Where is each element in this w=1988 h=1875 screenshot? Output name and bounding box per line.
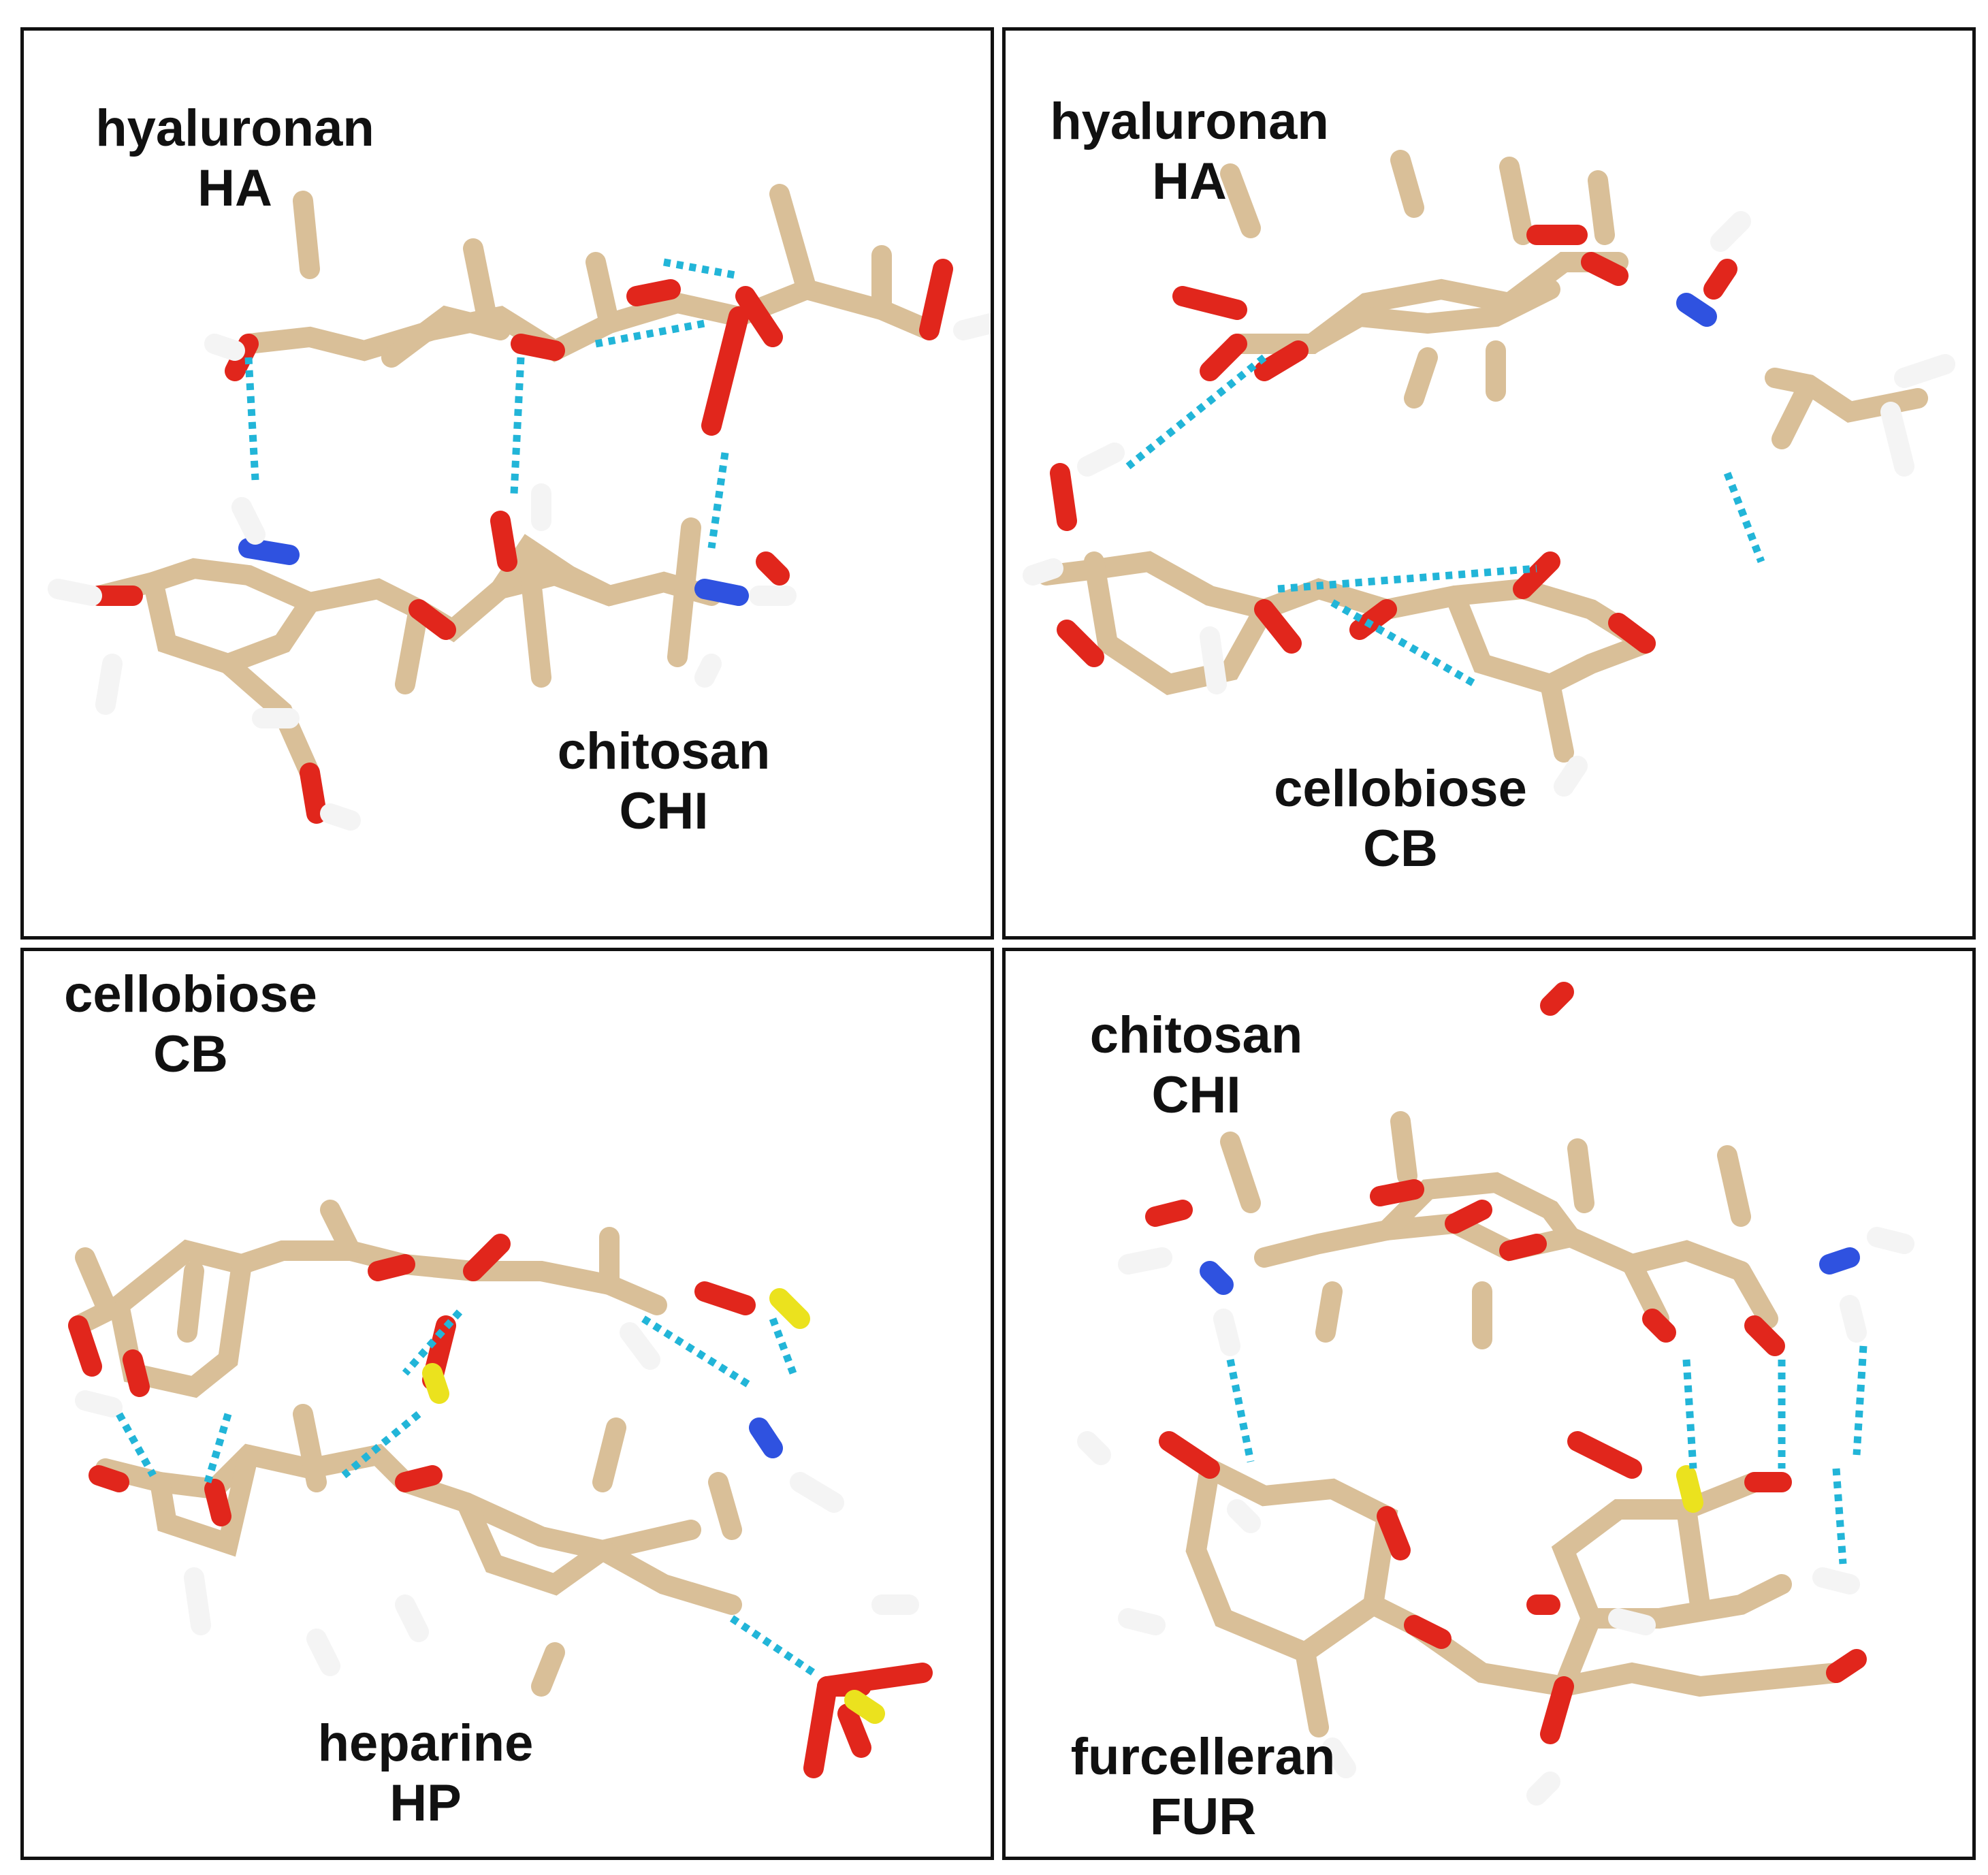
label-top-molecule: hyaluronan HA bbox=[1033, 92, 1346, 212]
label-top-molecule: chitosan CHI bbox=[1060, 1006, 1332, 1125]
molecule-render bbox=[48, 184, 991, 831]
molecule-name: heparine bbox=[317, 1714, 534, 1772]
panel-chitosan-furcelleran: chitosan CHI furcelleran FUR bbox=[1002, 948, 1976, 1860]
molecule-name: cellobiose bbox=[1274, 760, 1527, 818]
molecule-name: hyaluronan bbox=[95, 99, 374, 157]
molecule-abbr: CHI bbox=[619, 782, 709, 840]
molecule-abbr: HA bbox=[1152, 153, 1227, 210]
label-bottom-molecule: heparine HP bbox=[283, 1714, 568, 1833]
molecule-abbr: CB bbox=[153, 1025, 228, 1083]
molecule-name: chitosan bbox=[1089, 1006, 1303, 1064]
label-top-molecule: cellobiose CB bbox=[31, 965, 351, 1085]
label-bottom-molecule: chitosan CHI bbox=[500, 722, 827, 842]
molecule-abbr: FUR bbox=[1149, 1788, 1257, 1846]
molecule-name: hyaluronan bbox=[1050, 93, 1329, 150]
molecule-name: chitosan bbox=[557, 722, 771, 780]
panel-cellobiose-heparine: cellobiose CB heparine HP bbox=[20, 948, 994, 1860]
molecule-render bbox=[1077, 982, 1914, 1806]
label-top-molecule: hyaluronan HA bbox=[51, 99, 419, 219]
panel-ha-chitosan: hyaluronan HA chitosan CHI bbox=[20, 27, 994, 940]
molecule-abbr: HA bbox=[197, 159, 272, 217]
label-bottom-molecule: cellobiose CB bbox=[1244, 759, 1557, 879]
molecule-abbr: CHI bbox=[1151, 1066, 1241, 1124]
molecule-abbr: HP bbox=[389, 1774, 462, 1832]
molecule-render bbox=[1023, 150, 1955, 797]
label-bottom-molecule: furcelleran FUR bbox=[1046, 1727, 1360, 1847]
molecule-name: cellobiose bbox=[64, 965, 317, 1023]
molecule-name: furcelleran bbox=[1070, 1728, 1336, 1786]
molecule-render bbox=[68, 1200, 933, 1778]
molecule-abbr: CB bbox=[1363, 820, 1438, 878]
panel-ha-cellobiose: hyaluronan HA cellobiose CB bbox=[1002, 27, 1976, 940]
